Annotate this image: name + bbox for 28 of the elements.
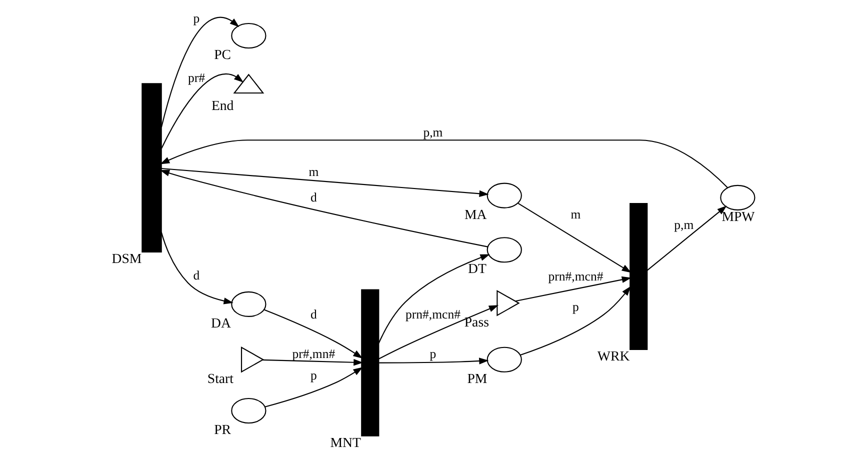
node-label: WRK — [597, 348, 630, 364]
node-label: DT — [468, 261, 486, 276]
node-label: Pass — [464, 314, 489, 330]
edge-label: m — [308, 164, 319, 179]
edge-label: p,m — [674, 218, 694, 232]
edge-label: p — [572, 300, 579, 314]
edge-label: prn#,mcn# — [548, 269, 604, 284]
node-label: MNT — [330, 434, 362, 450]
node-label: DSM — [112, 251, 142, 266]
node-label: Start — [207, 370, 234, 386]
edge-label: pr# — [188, 71, 206, 86]
edge-label: p — [193, 12, 200, 26]
edge-label: prn#,mcn# — [406, 308, 460, 322]
edge-label: d — [310, 308, 317, 322]
edge-label: pr#,mn# — [292, 347, 336, 362]
node-label: MPW — [722, 209, 755, 224]
edge-label: d — [310, 190, 317, 205]
edge-label: p — [310, 368, 317, 382]
node-label: PR — [214, 422, 232, 438]
node-label: DA — [211, 316, 231, 331]
node-label: PM — [467, 370, 488, 386]
node-label: PC — [214, 47, 232, 62]
edge-label: d — [193, 268, 200, 282]
edge-label: p — [430, 347, 436, 362]
edge-label: p,m — [423, 126, 443, 140]
edge-label: m — [570, 208, 581, 222]
node-label: End — [211, 98, 234, 114]
node-label: MA — [464, 206, 487, 222]
